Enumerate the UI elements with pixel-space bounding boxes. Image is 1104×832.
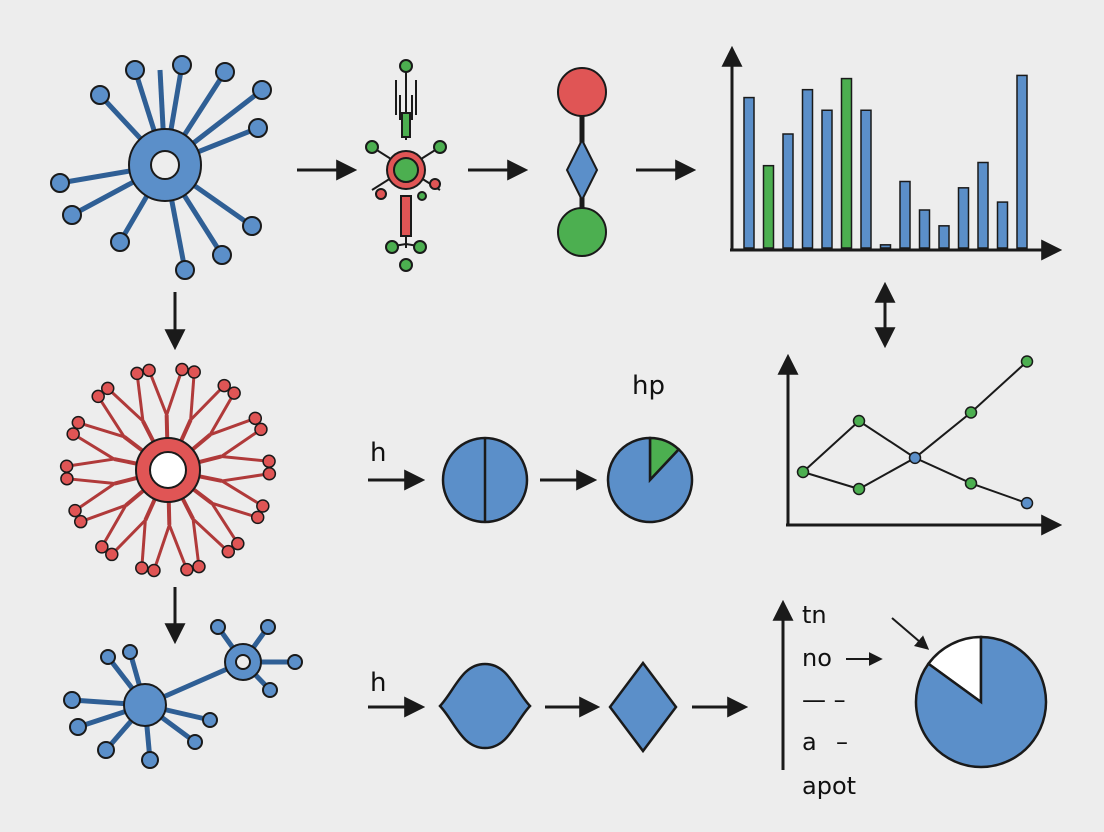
bar bbox=[920, 210, 930, 248]
dendrite-tip bbox=[263, 455, 275, 467]
dendrite-tip bbox=[61, 460, 73, 472]
dendrite-tip bbox=[193, 561, 205, 573]
dendrite-tip bbox=[222, 546, 234, 558]
dendrite-tip bbox=[69, 505, 81, 517]
bar bbox=[783, 134, 793, 248]
dendrite-tip bbox=[61, 473, 73, 485]
neuron-nucleus bbox=[150, 452, 186, 488]
bar bbox=[842, 79, 852, 248]
bar bbox=[822, 110, 832, 248]
label-dash-row: — – bbox=[802, 686, 846, 714]
dendrite-branch bbox=[75, 484, 115, 511]
dendrite-branch bbox=[73, 434, 114, 459]
dendrite-tip bbox=[181, 564, 193, 576]
data-point bbox=[1022, 356, 1033, 367]
bar bbox=[900, 182, 910, 249]
dendrite-tip bbox=[75, 516, 87, 528]
bar bbox=[744, 98, 754, 248]
dendrite-tip bbox=[249, 412, 261, 424]
dendrite-tip bbox=[176, 364, 188, 376]
bar bbox=[803, 90, 813, 248]
bar bbox=[978, 163, 988, 249]
dendrite-tip bbox=[255, 423, 267, 435]
diamond-shape-icon bbox=[610, 663, 676, 751]
dendrite-branch bbox=[169, 525, 187, 570]
pie-chart-large bbox=[916, 637, 1046, 767]
dendrite-branch bbox=[108, 388, 143, 421]
dendrite-branch bbox=[193, 519, 228, 552]
dendrite-tip bbox=[143, 364, 155, 376]
data-point bbox=[966, 407, 977, 418]
dendrite-tip bbox=[228, 387, 240, 399]
dumbbell-molecule-icon bbox=[558, 68, 606, 256]
bar bbox=[861, 110, 871, 248]
bar bbox=[881, 245, 891, 248]
bar bbox=[1017, 75, 1027, 248]
label-apot: apot bbox=[802, 772, 856, 800]
label-h-mid: h bbox=[370, 438, 386, 468]
label-hp: hp bbox=[632, 371, 665, 401]
dendrite-branch bbox=[149, 370, 167, 415]
blue-neuron-icon bbox=[51, 56, 271, 279]
bar bbox=[959, 188, 969, 248]
dendrite-tip bbox=[96, 541, 108, 553]
dendrite-tip bbox=[72, 417, 84, 429]
label-no: no bbox=[802, 644, 832, 672]
dendrite-tip bbox=[188, 366, 200, 378]
dendrite-branch bbox=[67, 479, 115, 484]
data-point bbox=[854, 416, 865, 427]
split-circle-icon bbox=[443, 438, 527, 522]
dendrite-branch bbox=[222, 474, 269, 481]
line-chart bbox=[786, 356, 1058, 525]
dendrite-branch bbox=[191, 386, 225, 420]
bar bbox=[998, 202, 1008, 248]
dendrite-branch bbox=[67, 459, 114, 466]
lens-shape-icon bbox=[440, 664, 530, 748]
red-dendrite-neuron-icon bbox=[61, 364, 276, 577]
data-point bbox=[798, 467, 809, 478]
dendrite-tip bbox=[257, 500, 269, 512]
data-point bbox=[854, 484, 865, 495]
dendrite-tip bbox=[67, 428, 79, 440]
dendrite-branch bbox=[137, 373, 143, 421]
dendrite-tip bbox=[148, 564, 160, 576]
pie-chart-small bbox=[608, 438, 692, 522]
dendrite-branch bbox=[221, 456, 269, 461]
dendrite-tip bbox=[263, 468, 275, 480]
dendrite-tip bbox=[252, 511, 264, 523]
dendrite-branch bbox=[112, 520, 146, 554]
pie-slice bbox=[608, 438, 692, 522]
dendrite-branch bbox=[167, 370, 182, 415]
data-point bbox=[966, 478, 977, 489]
dendrite-branch bbox=[222, 481, 263, 506]
pointer-arrow bbox=[892, 618, 927, 648]
dendrite-branch bbox=[221, 429, 261, 456]
series-line bbox=[803, 458, 1027, 503]
dendrite-branch bbox=[191, 372, 195, 420]
bar bbox=[764, 166, 774, 248]
dendrite-branch bbox=[142, 520, 146, 568]
dendrite-tip bbox=[136, 562, 148, 574]
dendrite-tip bbox=[131, 367, 143, 379]
bar-chart bbox=[730, 50, 1058, 250]
connected-neurons-icon bbox=[64, 620, 302, 768]
dendrite-branch bbox=[154, 525, 169, 570]
molecule-icon bbox=[366, 60, 446, 271]
label-h-bottom: h bbox=[370, 668, 386, 698]
label-a: a bbox=[802, 728, 817, 756]
dendrite-tip bbox=[102, 382, 114, 394]
data-point bbox=[1022, 498, 1033, 509]
data-point bbox=[910, 452, 921, 463]
label-tn: tn bbox=[802, 601, 827, 629]
bar bbox=[939, 226, 949, 248]
dendrite-branch bbox=[193, 519, 199, 567]
label-a-dash: – bbox=[836, 728, 848, 756]
